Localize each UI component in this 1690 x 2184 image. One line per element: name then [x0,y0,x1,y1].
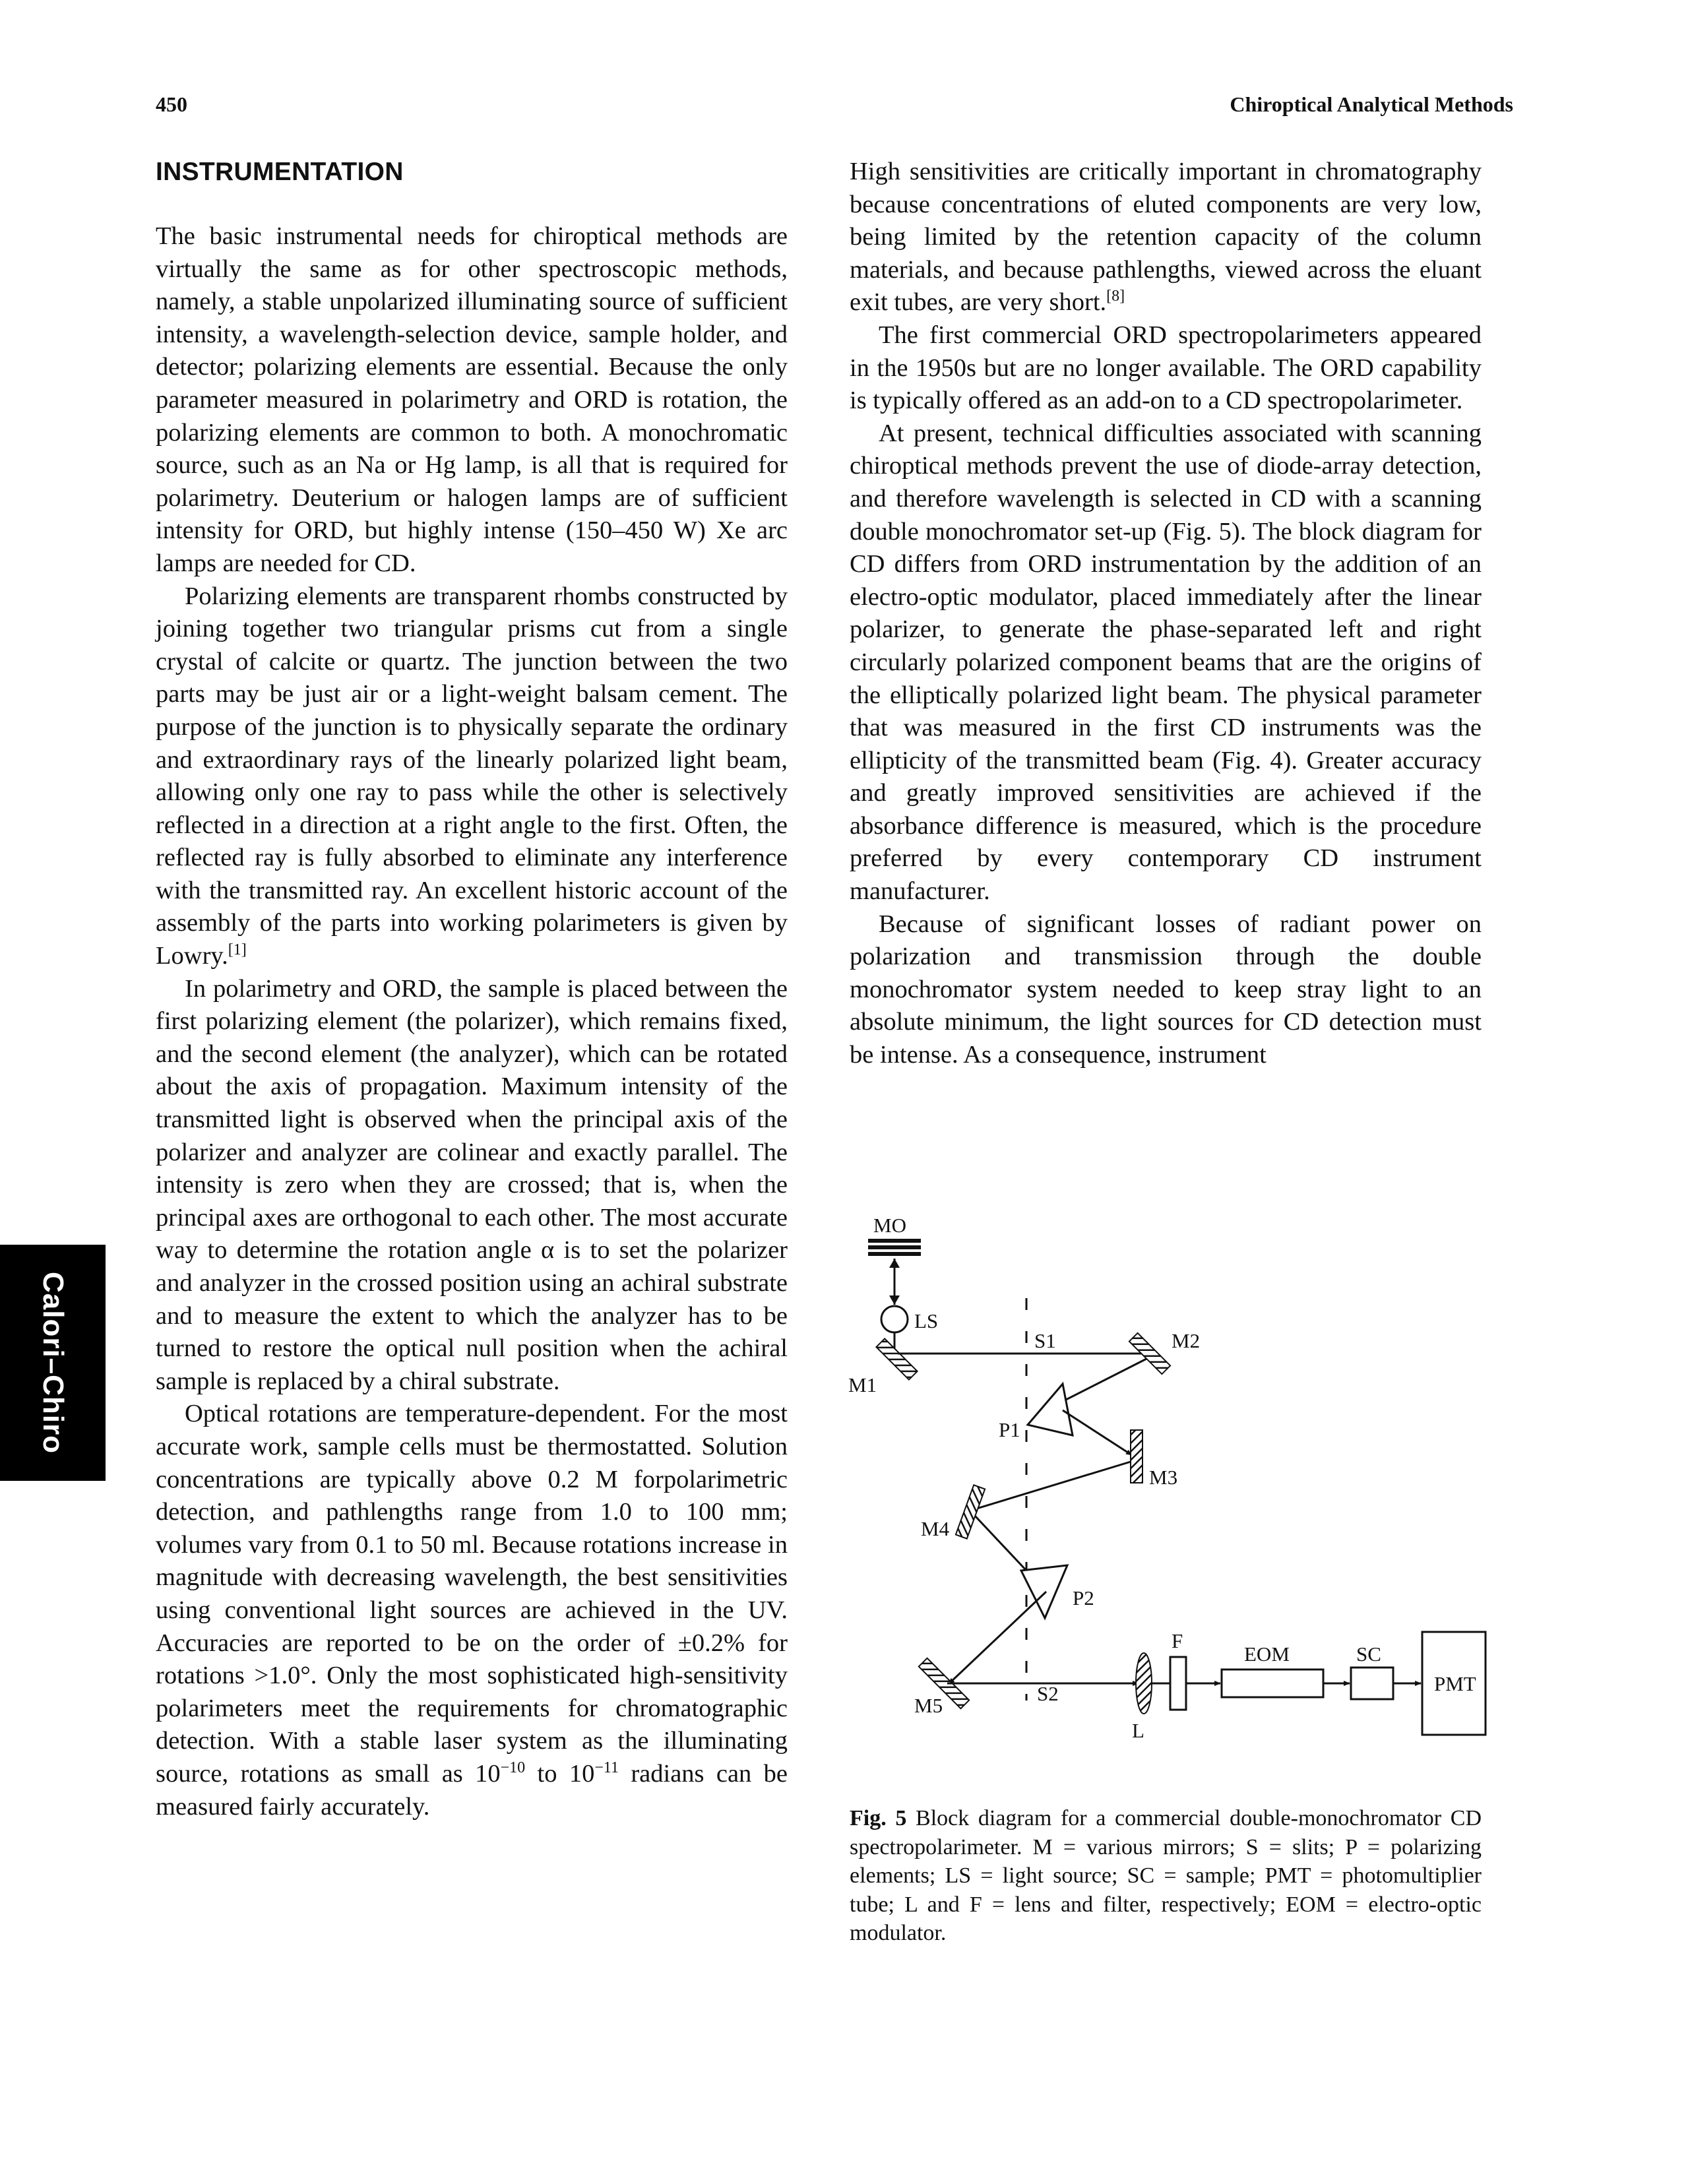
label-p2: P2 [1073,1586,1094,1609]
paragraph-text: to 10 [525,1759,595,1788]
caption-label: Fig. 5 [850,1806,907,1830]
exponent: −11 [594,1759,619,1776]
polarizer-p1 [1026,1381,1074,1437]
label-eom: EOM [1244,1642,1290,1666]
right-column: High sensitivities are critically import… [850,156,1482,1072]
lens-l [1135,1652,1152,1714]
label-m5: M5 [914,1694,943,1717]
electro-optic-modulator [1220,1668,1325,1699]
paragraph: Polarizing elements are transparent rhom… [156,580,788,973]
filter-f [1169,1656,1187,1711]
section-heading: INSTRUMENTATION [156,158,404,186]
label-pmt: PMT [1434,1672,1476,1695]
paragraph: High sensitivities are critically import… [850,156,1482,319]
label-ls: LS [914,1309,938,1332]
left-column: INSTRUMENTATION The basic instrumental n… [156,156,788,1823]
monochromator-mo [868,1239,921,1256]
block-diagram: MO LS S1 M2 M1 P1 M3 M4 P2 F EOM SC PMT … [848,1214,1487,1742]
paragraph: The first commercial ORD spectropolarime… [850,321,1482,415]
label-l: L [1132,1719,1144,1742]
paragraph: The basic instrumental needs for chiropt… [156,222,788,577]
paragraph: At present, technical difficulties assoc… [850,419,1482,906]
label-f: F [1172,1629,1183,1652]
mirror-m5 [918,1657,970,1710]
paragraph-text: radians can be measured fairly accuratel… [156,1759,788,1821]
paragraph: Optical rotations are temperature-depend… [156,1398,788,1823]
side-tab[interactable]: Calori–Chiro [0,1245,106,1481]
paragraph-text: High sensitivities are critically import… [850,158,1482,317]
polarizer-p2 [1019,1564,1069,1621]
paragraph: Because of significant losses of radiant… [850,910,1482,1069]
page-number: 450 [156,92,187,116]
label-mo: MO [873,1214,906,1237]
label-m3: M3 [1149,1466,1177,1489]
mirror-m4 [955,1484,986,1540]
mirror-m3 [1130,1429,1143,1483]
figure-caption: Fig. 5 Block diagram for a commercial do… [850,1804,1482,1948]
figure-block-diagram: MO LS S1 M2 M1 P1 M3 M4 P2 F EOM SC PMT … [848,1212,1488,1780]
label-s2: S2 [1037,1682,1059,1705]
paragraph-text: Optical rotations are temperature-depend… [156,1400,788,1788]
citation-ref[interactable]: [1] [228,941,247,959]
label-m2: M2 [1172,1329,1200,1352]
label-m1: M1 [848,1373,877,1396]
mirror-m2 [1128,1332,1172,1375]
label-sc: SC [1356,1642,1381,1666]
photomultiplier-pmt [1421,1631,1487,1736]
caption-text: Block diagram for a commercial double-mo… [850,1806,1482,1945]
sample-sc [1350,1666,1394,1700]
exponent: −10 [500,1759,526,1776]
label-s1: S1 [1034,1329,1056,1352]
paragraph: In polarimetry and ORD, the sample is pl… [156,974,788,1395]
light-source-ls [880,1305,909,1334]
citation-ref[interactable]: [8] [1106,288,1125,305]
side-tab-label: Calori–Chiro [37,1271,69,1454]
label-m4: M4 [921,1517,950,1540]
paragraph-text: Polarizing elements are transparent rhom… [156,582,788,970]
label-p1: P1 [999,1418,1020,1441]
mirror-m1 [875,1338,919,1381]
running-head: Chiroptical Analytical Methods [1230,92,1513,116]
